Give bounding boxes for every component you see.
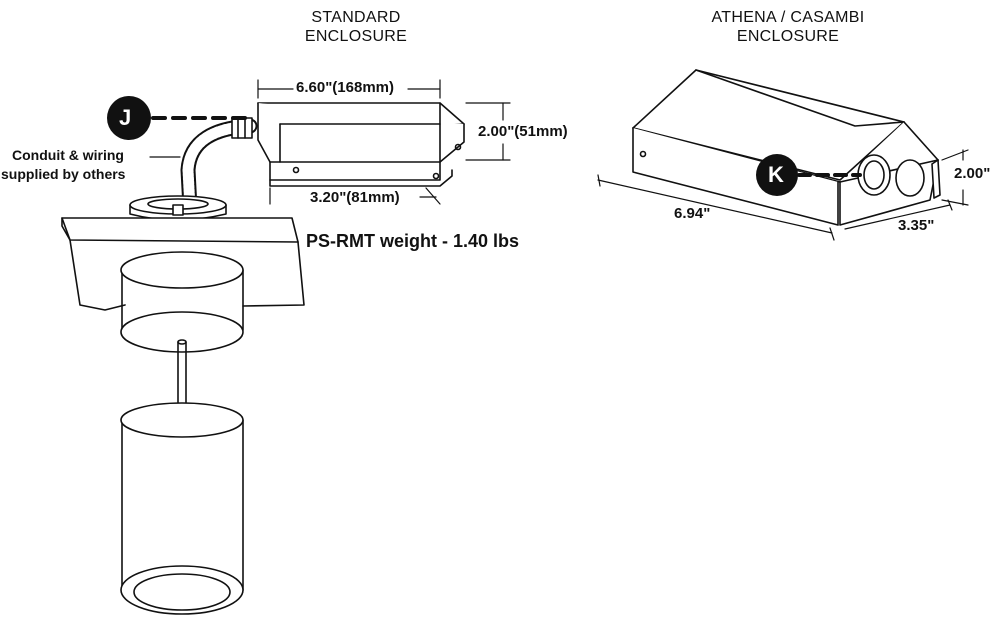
callout-k-marker xyxy=(756,154,862,196)
standard-title-line1: STANDARD xyxy=(311,9,401,26)
weight-label: PS-RMT weight - 1.40 lbs xyxy=(306,231,520,251)
standard-dimension-lines xyxy=(257,79,511,205)
standard-length-dimension: 6.60"(168mm) xyxy=(296,79,394,96)
conduit-note-line2: supplied by others xyxy=(1,166,126,182)
pendant-stem xyxy=(177,339,187,413)
athena-dimension-lines xyxy=(597,149,969,241)
athena-title-line2: ENCLOSURE xyxy=(736,28,840,45)
athena-height-dimension: 2.00" xyxy=(954,165,991,182)
callout-j-label: J xyxy=(119,105,132,130)
athena-length-dimension: 6.94" xyxy=(674,205,711,222)
mounting-plate xyxy=(61,217,305,311)
athena-title-line1: ATHENA / CASAMBI xyxy=(711,9,865,26)
standard-title-line2: ENCLOSURE xyxy=(304,28,408,45)
junction-box-knob xyxy=(129,195,227,221)
conduit-note-line1: Conduit & wiring xyxy=(12,147,124,163)
callout-j-marker xyxy=(107,96,254,140)
athena-width-dimension: 3.35" xyxy=(898,217,935,234)
cylinder-fixture xyxy=(120,402,244,615)
flex-conduit xyxy=(180,117,258,216)
standard-height-dimension: 2.00"(51mm) xyxy=(478,123,568,140)
standard-width-dimension: 3.20"(81mm) xyxy=(310,189,400,206)
standard-enclosure-box xyxy=(257,102,465,187)
canopy xyxy=(120,251,244,353)
athena-enclosure-box xyxy=(632,69,941,226)
callout-k-label: K xyxy=(768,162,784,187)
